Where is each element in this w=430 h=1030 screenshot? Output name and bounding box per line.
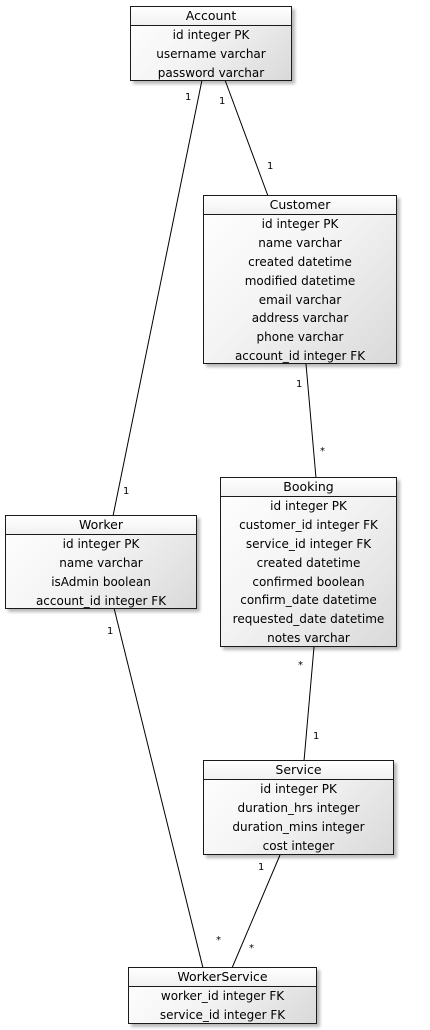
entity-title: WorkerService	[129, 968, 316, 987]
entity-attribute: customer_id integer FK	[239, 517, 378, 532]
edge-account-customer	[224, 79, 269, 197]
multiplicity-label: *	[216, 935, 221, 946]
entity-attribute: id integer PK	[270, 499, 347, 513]
multiplicity-label: *	[298, 660, 303, 671]
multiplicity-label: 1	[267, 161, 274, 172]
entity-attribute: duration_hrs integer	[237, 800, 360, 815]
multiplicity-label: 1	[313, 731, 320, 742]
entity-attribute: id integer PK	[62, 537, 140, 551]
entity-attribute: isAdmin boolean	[51, 574, 151, 589]
multiplicity-label: 1	[296, 379, 303, 390]
entity-attribute: id integer PK	[261, 217, 339, 231]
entity-workerservice[interactable]: WorkerService worker_id integer FK servi…	[128, 967, 317, 1024]
edge-booking-service	[303, 646, 315, 762]
entity-attribute: id integer PK	[260, 782, 337, 796]
entity-title: Customer	[204, 196, 396, 215]
multiplicity-label: 1	[258, 862, 265, 873]
entity-title: Account	[131, 7, 291, 26]
entity-attribute: name varchar	[59, 555, 143, 570]
entity-attribute: confirm_date datetime	[240, 593, 377, 608]
entity-attribute: requested_date datetime	[232, 612, 385, 627]
entity-service[interactable]: Service id integer PK duration_hrs integ…	[203, 760, 394, 855]
entity-attribute: created datetime	[256, 555, 361, 570]
entity-attribute: service_id integer FK	[245, 536, 372, 551]
entity-attribute: notes varchar	[267, 631, 350, 646]
entity-attribute: confirmed boolean	[252, 574, 365, 589]
multiplicity-label: 1	[219, 96, 226, 107]
entity-booking[interactable]: Booking id integer PK customer_id intege…	[220, 477, 397, 647]
entity-attribute: id integer PK	[172, 28, 250, 42]
multiplicity-label: 1	[185, 92, 192, 103]
entity-attribute: username varchar	[156, 47, 266, 61]
entity-attribute: address varchar	[251, 311, 349, 326]
entity-attribute: password varchar	[157, 66, 265, 80]
edge-account-worker	[112, 79, 203, 517]
edge-service-workerservice	[231, 854, 281, 969]
entity-attribute: name varchar	[258, 235, 342, 250]
multiplicity-label: 1	[107, 626, 114, 637]
entity-attribute: account_id integer FK	[35, 593, 167, 608]
multiplicity-label: 1	[123, 486, 130, 497]
edge-customer-booking	[305, 363, 317, 479]
multiplicity-label: *	[320, 446, 325, 457]
edge-worker-workerservice	[113, 607, 204, 969]
entity-attribute: email varchar	[258, 292, 342, 307]
entity-attribute: modified datetime	[244, 273, 356, 288]
entity-attribute: duration_mins integer	[232, 819, 365, 834]
entity-attribute: account_id integer FK	[234, 349, 366, 364]
entity-title: Worker	[6, 516, 196, 535]
entity-attribute: phone varchar	[256, 330, 344, 345]
entity-title: Service	[204, 761, 393, 780]
entity-customer[interactable]: Customer id integer PK name varchar crea…	[203, 195, 397, 364]
entity-attribute: worker_id integer FK	[160, 989, 285, 1003]
multiplicity-label: *	[249, 943, 254, 954]
entity-attribute: created datetime	[248, 254, 352, 269]
entity-attribute: service_id integer FK	[159, 1007, 286, 1022]
entity-attribute: cost integer	[262, 838, 335, 853]
entity-worker[interactable]: Worker id integer PK name varchar isAdmi…	[5, 515, 197, 609]
entity-title: Booking	[221, 478, 396, 497]
entity-account[interactable]: Account id integer PK username varchar p…	[130, 6, 292, 81]
